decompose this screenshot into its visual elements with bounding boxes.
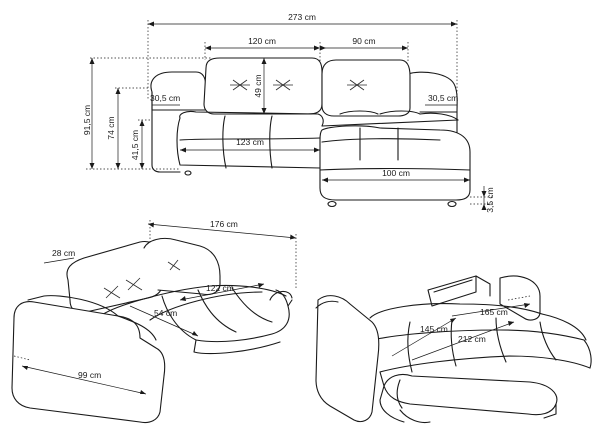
label-bed-length-212: 212 cm [458,334,486,344]
chaise-longue [319,125,471,201]
bed-view: 165 cm 145 cm 212 cm [315,275,592,424]
label-bed-length-145: 145 cm [420,324,448,334]
label-back-right: 90 cm [352,36,375,46]
sofa-arm [11,301,166,424]
label-arm-left: 30,5 cm [150,93,180,103]
tufting-button [103,259,181,299]
tufting-button [230,79,367,91]
perspective-view: 176 cm 28 cm 122 cm 54 cm [11,219,297,424]
label-seat-depth: 54 cm [154,308,177,318]
label-leg-height: 3,5 cm [485,187,495,213]
label-length: 176 cm [210,219,238,229]
label-back-left: 120 cm [248,36,276,46]
label-height-74: 74 cm [106,116,116,139]
label-back-height: 49 cm [253,74,263,97]
label-seat-height: 41,5 cm [130,130,140,160]
label-arm-right: 30,5 cm [428,93,458,103]
label-seat-length: 122 cm [206,283,234,293]
label-seat-width: 123 cm [236,137,264,147]
label-depth: 99 cm [78,370,101,380]
back-cushion-left [203,57,323,115]
label-arm-width: 28 cm [52,248,75,258]
label-width-total: 273 cm [288,12,316,22]
label-chaise-width: 100 cm [382,168,410,178]
sofa-arm [315,295,380,423]
back-cushion-right [321,59,411,117]
label-bed-width: 165 cm [480,307,508,317]
front-view: 273 cm 120 cm 90 cm 91,5 cm 74 cm 41,5 c… [82,12,495,213]
storage-box [427,275,477,307]
label-height-total: 91,5 cm [82,105,92,135]
